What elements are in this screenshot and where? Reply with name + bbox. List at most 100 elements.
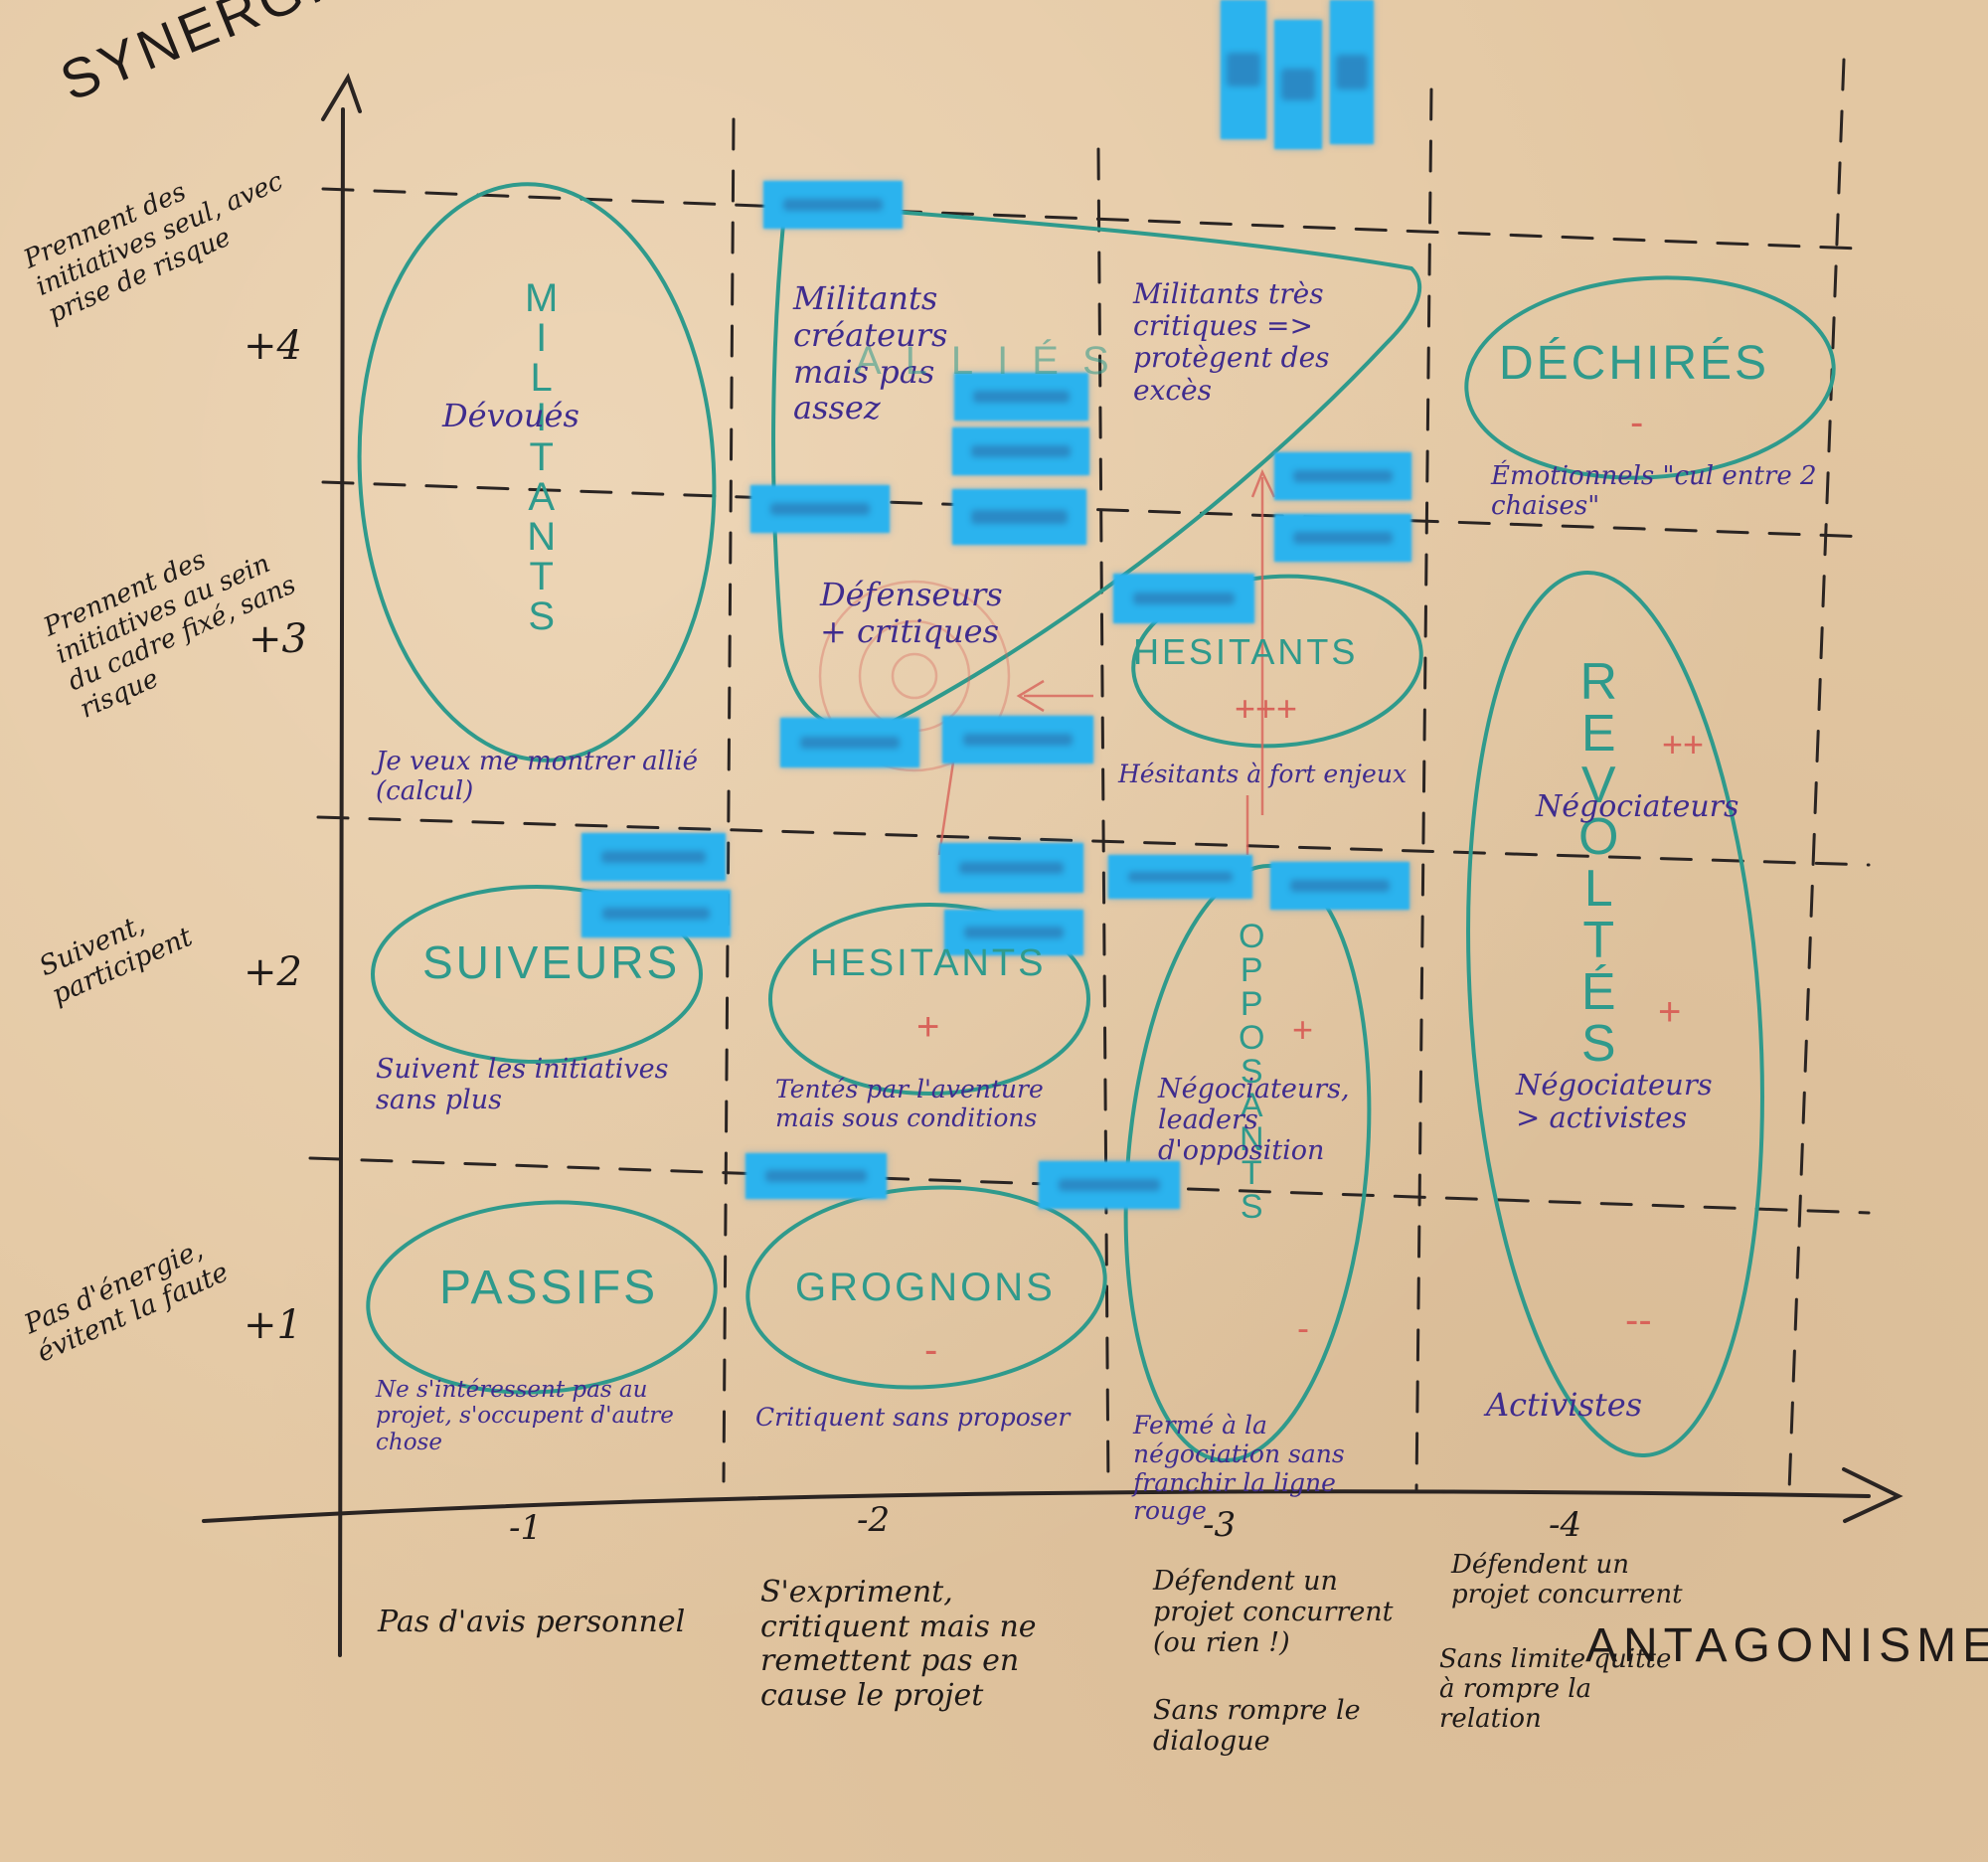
arrow-diag-icon bbox=[937, 755, 956, 856]
vertical-letter: R bbox=[1579, 653, 1617, 711]
sticky-note bbox=[1113, 574, 1254, 623]
group-suiveurs-title: SUIVEURS bbox=[422, 936, 681, 988]
ellipse-grognons bbox=[746, 1185, 1107, 1390]
vertical-letter: S bbox=[1240, 1188, 1263, 1226]
group-revoltes-sign-mid: + bbox=[1658, 990, 1682, 1034]
sticky-note bbox=[952, 489, 1086, 545]
vertical-letter: M bbox=[525, 276, 559, 320]
ellipse-dechires bbox=[1464, 275, 1836, 480]
x-level-3-desc2: Sans rompre le dialogue bbox=[1153, 1695, 1361, 1758]
group-revoltes-negociateurs2: Négociateurs > activistes bbox=[1516, 1068, 1713, 1135]
vertical-letter: I bbox=[536, 316, 548, 360]
group-opposants-note: Négociateurs, leaders d'opposition bbox=[1158, 1074, 1350, 1167]
group-dechires-note: Émotionnels "cul entre 2 chaises" bbox=[1491, 461, 1817, 521]
ellipse-revoltes bbox=[1466, 570, 1764, 1458]
group-grognons-sign: - bbox=[924, 1328, 938, 1372]
sticky-note bbox=[1270, 862, 1409, 910]
group-defenseurs-title: Défenseurs + critiques bbox=[820, 576, 1003, 650]
group-hesitants-mid-title: HESITANTS bbox=[810, 942, 1047, 984]
x-level-2-desc: S'expriment, critiquent mais ne remetten… bbox=[760, 1575, 1037, 1713]
sticky-note bbox=[746, 1153, 887, 1199]
vertical-letter: T bbox=[529, 435, 554, 479]
ellipse-hesitants-top bbox=[1131, 574, 1423, 749]
vertical-letter: O bbox=[1239, 918, 1265, 955]
sticky-note bbox=[1108, 855, 1252, 899]
group-hesitants-top-note: Hésitants à fort enjeux bbox=[1118, 760, 1408, 788]
group-passifs-note: Ne s'intéressent pas au projet, s'occupe… bbox=[376, 1377, 674, 1455]
vertical-letter: S bbox=[1580, 1015, 1616, 1073]
sticky-note bbox=[1039, 1161, 1180, 1209]
y-axis-line bbox=[335, 107, 345, 1657]
sticky-note bbox=[952, 427, 1089, 475]
y-level-1-value: +1 bbox=[244, 1302, 302, 1348]
x-axis-title: ANTAGONISME bbox=[1585, 1619, 1988, 1672]
ellipse-suiveurs bbox=[371, 885, 703, 1064]
vertical-letter: V bbox=[1580, 757, 1616, 814]
group-allies-fragment: ALLIÉS bbox=[855, 339, 1133, 383]
ellipse-hesitants-mid bbox=[768, 903, 1090, 1096]
shape-allies bbox=[771, 201, 1422, 734]
vertical-letter: T bbox=[1241, 1154, 1262, 1192]
x-level-4-value: -4 bbox=[1549, 1505, 1582, 1545]
group-passifs-title: PASSIFS bbox=[439, 1262, 659, 1314]
x-level-2-value: -2 bbox=[857, 1500, 891, 1540]
vertical-letter: T bbox=[1582, 912, 1615, 969]
sticky-note bbox=[944, 910, 1083, 955]
x-level-3-value: -3 bbox=[1203, 1505, 1237, 1545]
x-level-4-desc2: Sans limite quitte à rompre la relation bbox=[1439, 1644, 1672, 1734]
x-axis-arrow-icon bbox=[1842, 1467, 1904, 1523]
sticky-note bbox=[780, 718, 919, 767]
vertical-letter: I bbox=[536, 396, 548, 439]
sticky-note bbox=[1274, 452, 1411, 500]
vertical-letter: N bbox=[1239, 1120, 1264, 1158]
group-ellipses bbox=[357, 182, 1836, 1463]
sticky-note bbox=[1221, 0, 1266, 139]
vertical-letter: E bbox=[1580, 705, 1616, 762]
vertical-letter: S bbox=[528, 594, 555, 638]
vertical-letter: L bbox=[1583, 860, 1613, 918]
sticky-note bbox=[954, 373, 1088, 421]
group-revoltes-sign-top: ++ bbox=[1662, 724, 1705, 764]
group-suiveurs-note: Suivent les initiatives sans plus bbox=[376, 1054, 669, 1116]
group-hesitants-mid-note: Tentés par l'aventure mais sous conditio… bbox=[775, 1075, 1044, 1132]
group-dechires-sign: - bbox=[1630, 401, 1644, 444]
sticky-note bbox=[939, 843, 1083, 893]
x-level-1-value: -1 bbox=[509, 1508, 543, 1548]
group-revoltes-negociateurs: Négociateurs bbox=[1536, 789, 1740, 824]
group-createurs-title: Militants créateurs mais pas assez bbox=[793, 279, 948, 427]
vertical-letter: A bbox=[528, 475, 555, 519]
group-grognons-title: GROGNONS bbox=[795, 1266, 1056, 1309]
group-militants-note: Je veux me montrer allié (calcul) bbox=[376, 747, 698, 806]
group-grognons-note: Critiquent sans proposer bbox=[755, 1403, 1071, 1432]
group-militants-devoues: Dévoués bbox=[442, 397, 580, 434]
group-critiques-title: Militants très critiques => protègent de… bbox=[1133, 277, 1330, 407]
vertical-letter: A bbox=[1240, 1087, 1263, 1124]
x-level-1-desc: Pas d'avis personnel bbox=[378, 1605, 686, 1639]
y-level-2-value: +2 bbox=[244, 949, 302, 995]
vertical-letter: S bbox=[1240, 1053, 1263, 1091]
y-level-4-value: +4 bbox=[244, 323, 302, 369]
y-level-3-value: +3 bbox=[248, 616, 307, 662]
vertical-letter: P bbox=[1240, 951, 1263, 989]
group-revoltes-sign-bottom: -- bbox=[1625, 1298, 1652, 1342]
group-hesitants-top-sign: +++ bbox=[1235, 688, 1298, 729]
sticky-note bbox=[581, 890, 731, 937]
group-hesitants-mid-sign: + bbox=[916, 1005, 940, 1049]
group-dechires-title: DÉCHIRÉS bbox=[1499, 337, 1770, 390]
sticky-note bbox=[1274, 514, 1411, 562]
sticky-note bbox=[1330, 0, 1374, 144]
group-opposants-sign-bottom: - bbox=[1297, 1307, 1309, 1348]
group-revoltes-activistes: Activistes bbox=[1486, 1386, 1643, 1424]
vertical-letter: É bbox=[1580, 963, 1616, 1021]
vertical-letter: T bbox=[529, 555, 554, 598]
x-level-3-desc: Défendent un projet concurrent (ou rien … bbox=[1153, 1566, 1394, 1659]
x-level-4-desc: Défendent un projet concurrent bbox=[1451, 1550, 1683, 1609]
vertical-letter: O bbox=[1578, 808, 1619, 866]
group-opposants-note2: Fermé à la négociation sans franchir la … bbox=[1133, 1411, 1345, 1526]
x-axis-line bbox=[202, 1489, 1871, 1523]
sticky-note bbox=[763, 181, 903, 229]
